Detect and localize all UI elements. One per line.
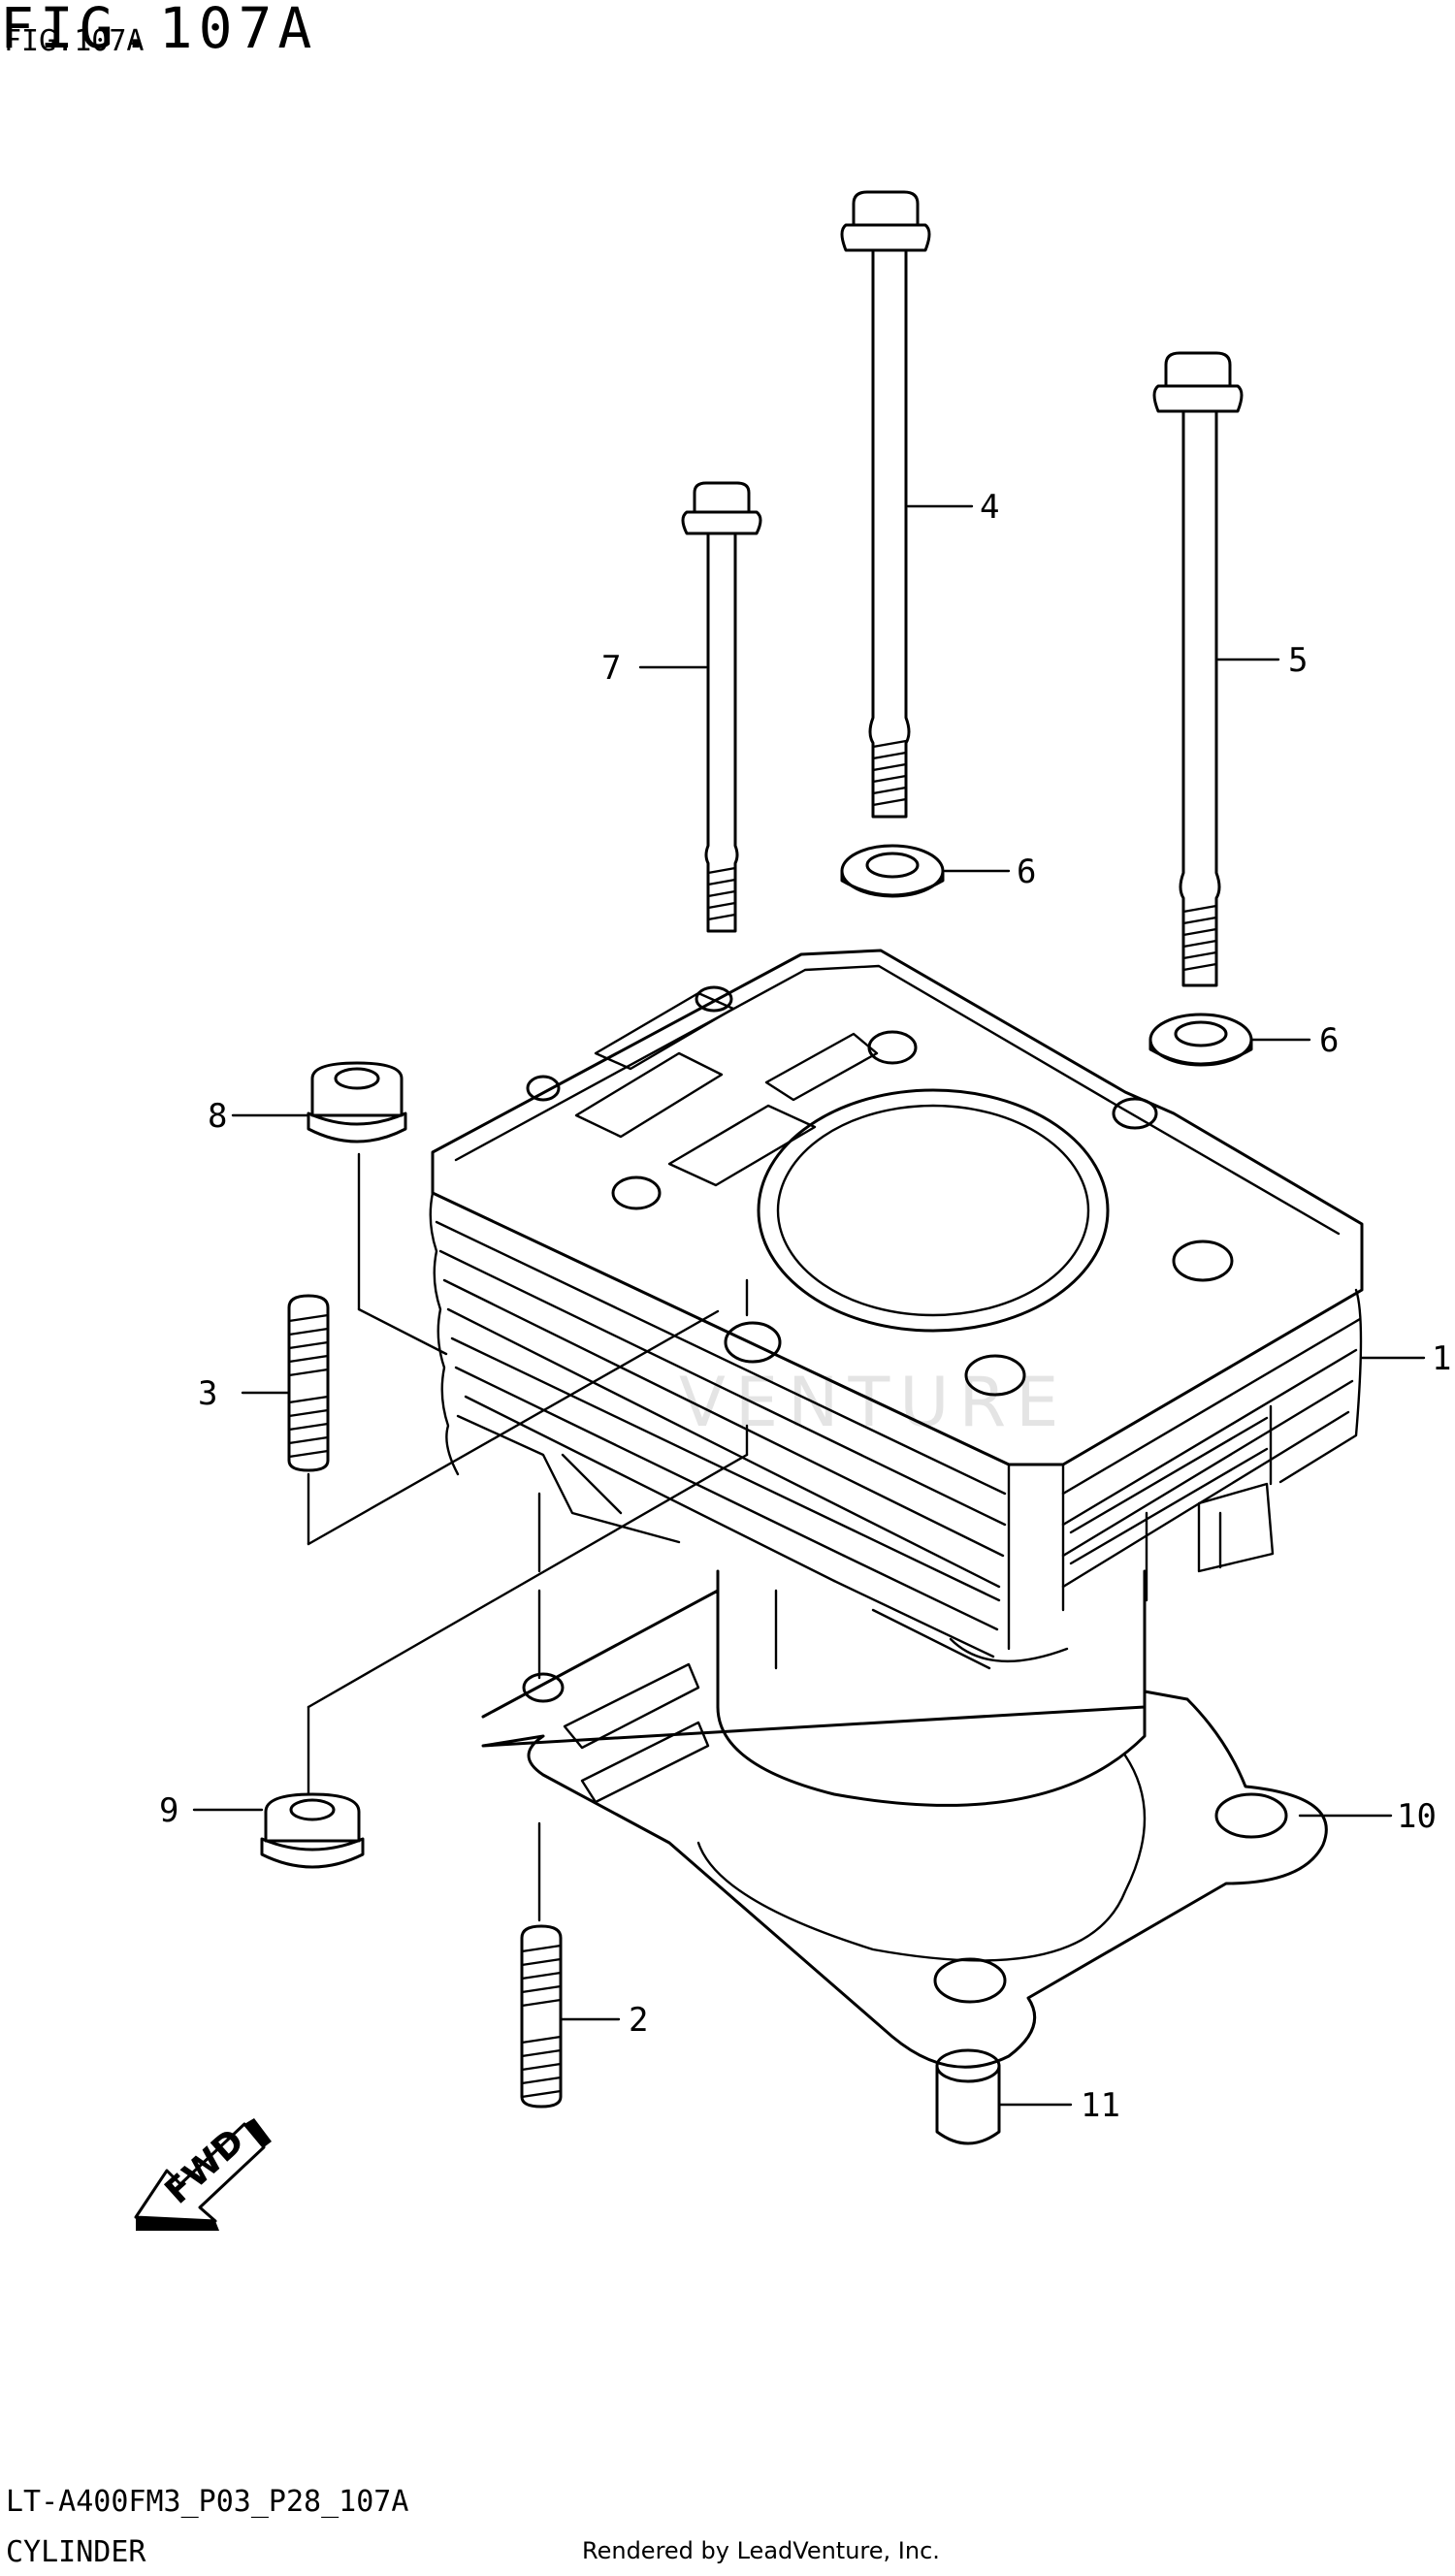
callout-5[interactable]: 5 xyxy=(1288,641,1308,680)
part-10-gasket[interactable] xyxy=(481,1589,1328,2069)
callout-8[interactable]: 8 xyxy=(208,1097,227,1136)
part-2-stud[interactable] xyxy=(520,1924,563,2109)
callout-11[interactable]: 11 xyxy=(1081,2086,1120,2125)
callout-6-center[interactable]: 6 xyxy=(1017,853,1036,891)
callout-2[interactable]: 2 xyxy=(629,2001,648,2040)
callout-9[interactable]: 9 xyxy=(159,1791,178,1830)
leader-lines xyxy=(192,504,1426,2107)
part-4-bolt[interactable] xyxy=(840,190,931,819)
part-7-bolt[interactable] xyxy=(681,481,762,933)
render-credit: Rendered by LeadVenture, Inc. xyxy=(582,2537,940,2564)
fwd-arrow-icon: FWD xyxy=(134,2118,272,2231)
figure-title-overprint: FIG.107A xyxy=(4,24,145,58)
callout-4[interactable]: 4 xyxy=(980,488,999,527)
part-5-bolt[interactable] xyxy=(1152,351,1244,987)
callout-3[interactable]: 3 xyxy=(198,1374,217,1413)
figure-title: FIG.107A xyxy=(0,0,318,61)
model-code: LT-A400FM3_P03_P28_107A xyxy=(6,2485,409,2519)
callout-1[interactable]: 1 xyxy=(1432,1339,1451,1378)
diagram-name: CYLINDER xyxy=(6,2535,146,2569)
part-9-nut[interactable] xyxy=(260,1792,365,1869)
part-8-nut[interactable] xyxy=(307,1061,407,1143)
part-6-washer-right[interactable] xyxy=(1148,1013,1253,1067)
part-6-washer-center[interactable] xyxy=(840,844,945,898)
callout-6-right[interactable]: 6 xyxy=(1319,1021,1339,1060)
part-3-stud[interactable] xyxy=(287,1294,330,1472)
part-11-dowel[interactable] xyxy=(935,2048,1001,2145)
callout-10[interactable]: 10 xyxy=(1397,1797,1437,1836)
callout-7[interactable]: 7 xyxy=(601,649,621,688)
